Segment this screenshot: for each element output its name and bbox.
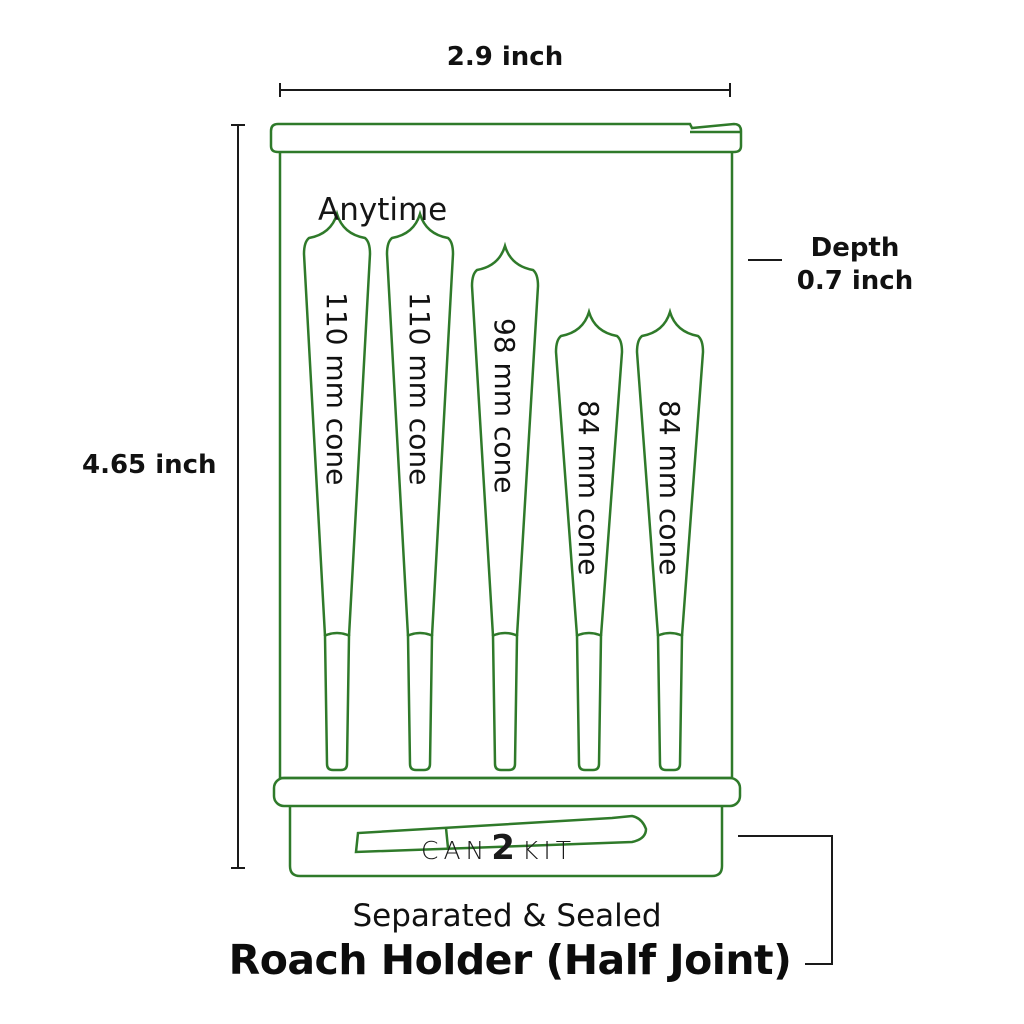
caption-title: Roach Holder (Half Joint) xyxy=(228,936,792,984)
depth-label: Depth 0.7 inch xyxy=(790,232,920,298)
cone-label: 98 mm cone xyxy=(488,318,521,494)
cone-filter-line xyxy=(575,631,603,638)
case-outline xyxy=(269,122,743,878)
depth-value: 0.7 inch xyxy=(796,266,914,296)
cone-label: 110 mm cone xyxy=(403,292,436,486)
depth-title: Depth xyxy=(810,233,900,263)
case-rim xyxy=(272,776,742,808)
cone-label: 110 mm cone xyxy=(320,292,353,486)
roach-compartment xyxy=(288,806,724,878)
case-lid xyxy=(269,122,743,154)
logo-mark: 2 xyxy=(491,828,520,868)
cone-filter-line xyxy=(656,631,684,638)
logo-left: CAN xyxy=(421,836,490,865)
product-name: Anytime xyxy=(318,192,448,228)
cones-group xyxy=(302,209,705,772)
caption-subtitle: Separated & Sealed xyxy=(352,898,662,934)
product-label: Anytime xyxy=(150,192,1024,228)
cone-outline xyxy=(385,209,455,772)
cone-filter-line xyxy=(406,631,434,638)
width-label: 2.9 inch xyxy=(446,42,564,72)
cone-outline xyxy=(302,209,372,772)
cone-outline xyxy=(635,307,705,772)
cone-outline xyxy=(554,307,624,772)
cone-label: 84 mm cone xyxy=(572,400,605,576)
width-dimension-line xyxy=(279,83,731,97)
cone-label: 84 mm cone xyxy=(653,400,686,576)
cone-filter-line xyxy=(491,631,519,638)
logo-right: KIT xyxy=(521,836,576,865)
height-dimension-line xyxy=(231,124,245,869)
roach-callout-bracket xyxy=(738,835,833,965)
height-label: 4.65 inch xyxy=(82,450,217,480)
cone-outline xyxy=(470,241,540,772)
cone-filter-line xyxy=(323,631,351,638)
roach-half-joint xyxy=(354,814,648,854)
brand-logo: CAN2KIT xyxy=(421,828,576,868)
